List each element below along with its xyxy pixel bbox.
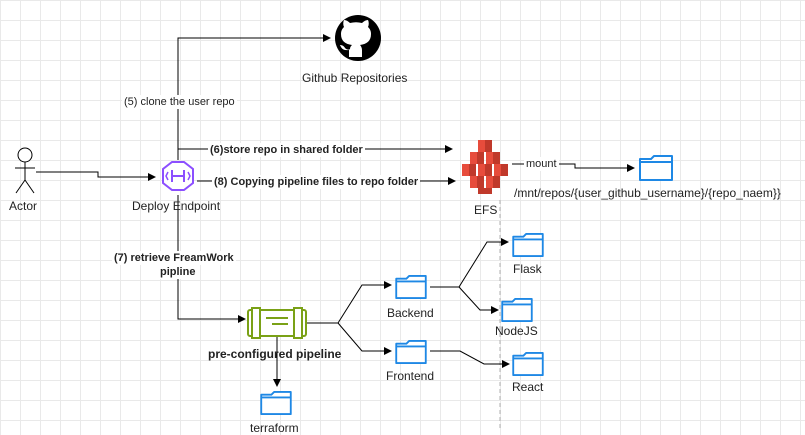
efs-path-label: /mnt/repos/{user_github_username}/{repo_… bbox=[514, 186, 781, 200]
edge-label-mount: mount bbox=[524, 157, 559, 171]
edge-label-retrieve-line1: (7) retrieve FreamWork bbox=[112, 251, 236, 265]
edge-label-copy: (8) Copying pipeline files to repo folde… bbox=[212, 175, 421, 189]
edge-label-retrieve-line2: pipline bbox=[158, 265, 198, 279]
edge-label-clone: (5) clone the user repo bbox=[122, 95, 237, 109]
pipeline-icon[interactable] bbox=[247, 307, 307, 339]
edge-frontend bbox=[337, 322, 392, 355]
api-gateway-endpoint-icon[interactable] bbox=[162, 161, 194, 191]
nodejs-label: NodeJS bbox=[495, 324, 538, 338]
folder-icon[interactable] bbox=[260, 391, 292, 415]
edge-clone bbox=[177, 34, 331, 160]
person-icon[interactable] bbox=[15, 147, 35, 194]
flask-label: Flask bbox=[513, 262, 542, 276]
terraform-label: terraform bbox=[250, 421, 299, 435]
github-label: Github Repositories bbox=[302, 71, 408, 85]
edge-retrieve bbox=[177, 195, 246, 323]
backend-label: Backend bbox=[387, 306, 434, 320]
edge-backend bbox=[306, 281, 392, 324]
edge-label-store: (6)store repo in shared folder bbox=[208, 143, 365, 157]
actor-label: Actor bbox=[9, 199, 38, 213]
folder-icon[interactable] bbox=[512, 233, 544, 257]
github-icon[interactable] bbox=[335, 15, 381, 61]
folder-icon[interactable] bbox=[501, 298, 533, 322]
edge-react bbox=[430, 350, 510, 368]
edge-actor-endpoint bbox=[36, 171, 156, 181]
frontend-label: Frontend bbox=[386, 369, 435, 383]
efs-label: EFS bbox=[474, 203, 498, 217]
deploy-endpoint-label: Deploy Endpoint bbox=[132, 199, 221, 213]
folder-icon[interactable] bbox=[512, 352, 544, 376]
folder-icon[interactable] bbox=[395, 340, 427, 364]
pipeline-label: pre-configured pipeline bbox=[208, 347, 342, 361]
react-label: React bbox=[512, 380, 544, 394]
folder-icon[interactable] bbox=[395, 275, 427, 299]
efs-icon[interactable] bbox=[462, 140, 508, 194]
folder-icon[interactable] bbox=[639, 155, 673, 181]
edge-flask bbox=[430, 238, 509, 288]
edge-nodejs bbox=[458, 286, 499, 314]
